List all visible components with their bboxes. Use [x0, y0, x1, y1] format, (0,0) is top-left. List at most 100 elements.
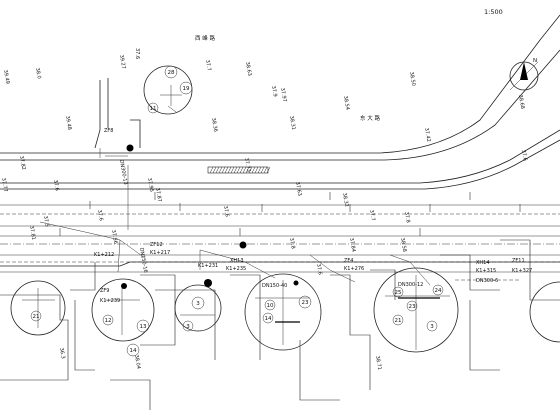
detail-number: 14 [265, 316, 272, 322]
hatch-line [215, 166, 220, 174]
hatch-line [236, 166, 241, 174]
detail-circle-c: 3 3 [174, 284, 222, 332]
detail-circle-edge [529, 281, 560, 343]
elevation: 38.50 [408, 71, 416, 86]
detail-number: 21 [395, 318, 402, 324]
elevation: 39.49 [2, 69, 10, 84]
elevation: 37.7 [368, 209, 376, 221]
detail-number: 24 [435, 288, 442, 294]
detail-circle-d: 10 23 14 [244, 273, 322, 351]
detail-number: 14 [130, 348, 137, 354]
hatch-line [257, 166, 262, 174]
north-label: N [533, 58, 537, 64]
node: ZF11 [512, 258, 525, 264]
upper-block-outline [94, 78, 141, 158]
hatch-line [233, 166, 238, 174]
elevation: 37.97 [279, 87, 287, 102]
hatched-strip [207, 166, 271, 174]
elevation: 37.84 [348, 237, 356, 252]
survey-ticks [59, 192, 521, 236]
node: DN150-16 [138, 247, 148, 273]
elevation: 38.31 [288, 115, 296, 130]
detail-number: 21 [33, 314, 40, 320]
node: ZF12 [150, 242, 163, 248]
elevation: 37.7 [204, 59, 212, 71]
station: K1+231 [198, 263, 218, 269]
elevation: 38.36 [210, 117, 218, 132]
elevation: 37.42 [423, 127, 431, 142]
hatch-line [266, 166, 271, 174]
hatch-line [224, 166, 229, 174]
node: ZF9 [100, 288, 109, 294]
detail-circle-top: 28 19 11 [143, 65, 193, 115]
detail-number: 25 [395, 290, 402, 296]
station: K1+276 [344, 266, 364, 272]
detail-number: 10 [267, 303, 274, 309]
hatch-line [227, 166, 232, 174]
elevation: 37.6 [52, 179, 60, 191]
node: DN150-40 [262, 283, 287, 289]
station: K1+212 [94, 252, 114, 258]
node: DN300-13 [118, 159, 128, 185]
detail-number: 3 [186, 324, 190, 330]
detail-number: 12 [105, 318, 112, 324]
elevation: 37.63 [294, 181, 302, 196]
node: ZF8 [104, 128, 113, 134]
node: XH13 [230, 258, 244, 264]
node-labels: ZF8 ZF9 ZF11 XH13 XH14 ZF12 ZF4 DN300-13… [100, 128, 525, 294]
detail-circle-a: 21 [10, 280, 66, 336]
detail-number: 28 [168, 70, 175, 76]
station: K1+239 [100, 298, 120, 304]
elevation: 38.54 [342, 95, 350, 110]
elevation: 37.8 [403, 211, 411, 223]
elevation: 37.6 [520, 149, 528, 161]
elevation: 38.32 [341, 192, 349, 207]
elevation: 37.8 [288, 237, 296, 249]
elevation: 37.82 [18, 155, 26, 170]
detail-number: 3 [430, 324, 434, 330]
hatch-line [260, 166, 265, 174]
detail-circle-b: 13 12 14 [91, 278, 155, 357]
elevation: 38.71 [374, 355, 382, 370]
elevation: 37.81 [28, 225, 36, 240]
north-arrow-icon: N [509, 58, 539, 91]
elevation-labels: 37.6 39.27 37.7 38.63 37.97 38.50 38.68 … [0, 48, 528, 370]
elevation: 37.6 [96, 209, 104, 221]
station: K1+327 [512, 268, 532, 274]
elevation: 37.6 [222, 205, 230, 217]
hatch-line [212, 166, 217, 174]
elevation: 39.27 [118, 54, 126, 69]
manhole-markers [121, 144, 299, 289]
road-name: 西 峰 路 [195, 34, 215, 42]
elevation: 37.87 [154, 187, 162, 202]
detail-circle-e: 25 24 23 21 3 [373, 267, 459, 353]
elevation: 37.73 [243, 157, 251, 172]
elevation: 37.5 [42, 215, 50, 227]
pipe-lines [39, 155, 520, 286]
elevation: 37.77 [0, 177, 8, 192]
elevation: 38.63 [244, 61, 252, 76]
hatch-line [221, 166, 226, 174]
elevation: 37.6 [134, 48, 140, 59]
node: XH14 [476, 260, 490, 266]
station: K1+217 [150, 250, 170, 256]
elevation: 37.56 [110, 229, 118, 244]
elevation: 38.68 [517, 94, 525, 109]
elevation: 38.0 [34, 67, 42, 79]
detail-number: 3 [196, 301, 200, 307]
hatch-line [239, 166, 244, 174]
detail-number: 13 [140, 324, 147, 330]
hatch-line [245, 166, 250, 174]
elevation: 37.6 [315, 263, 323, 275]
station: K1+235 [226, 266, 246, 272]
detail-number: 23 [302, 300, 309, 306]
road-name: 东 大 路 [360, 114, 380, 122]
elevation: 38.04 [133, 354, 141, 369]
detail-number: 11 [150, 106, 157, 112]
elevation: 36.3 [58, 347, 66, 359]
station: K1+315 [476, 268, 496, 274]
hatch-line [218, 166, 223, 174]
scale-label: 1:500 [484, 8, 503, 16]
hatch-line [209, 166, 214, 174]
